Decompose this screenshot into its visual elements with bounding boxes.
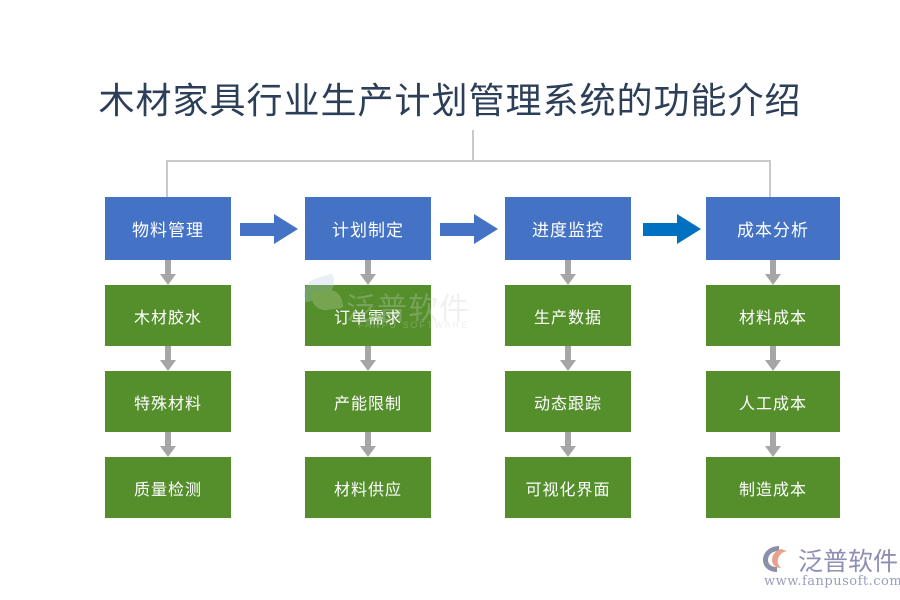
sub-box[interactable]: 可视化界面 <box>505 457 631 518</box>
sub-box[interactable]: 订单需求 <box>305 285 431 346</box>
sub-box[interactable]: 产能限制 <box>305 371 431 432</box>
arrow-head <box>677 214 701 244</box>
bracket-drop-right <box>769 160 771 198</box>
bracket-drop-left <box>166 160 168 198</box>
down-arrow-icon <box>305 432 431 457</box>
brand-name: 泛普软件 <box>798 547 899 576</box>
head-box-plan-making[interactable]: 计划制定 <box>305 197 431 260</box>
down-arrow-icon <box>505 432 631 457</box>
sub-box[interactable]: 人工成本 <box>706 371 840 432</box>
down-arrow-icon <box>505 260 631 285</box>
head-box-cost-analysis[interactable]: 成本分析 <box>706 197 840 260</box>
head-box-progress-monitoring[interactable]: 进度监控 <box>505 197 631 260</box>
sub-box[interactable]: 特殊材料 <box>105 371 231 432</box>
bracket-stem <box>472 130 474 161</box>
page-title: 木材家具行业生产计划管理系统的功能介绍 <box>98 81 802 122</box>
head-box-material-management[interactable]: 物料管理 <box>105 197 231 260</box>
diagram-column-cost-analysis: 成本分析 材料成本 人工成本 制造成本 <box>706 197 840 518</box>
arrow-head <box>274 214 298 244</box>
down-arrow-icon <box>505 346 631 371</box>
sub-box[interactable]: 材料成本 <box>706 285 840 346</box>
flow-arrow-1-icon <box>240 214 298 244</box>
bracket-horizontal-bar <box>166 160 771 162</box>
fanpu-logo-icon <box>763 546 787 572</box>
sub-box[interactable]: 动态跟踪 <box>505 371 631 432</box>
brand-logo: 泛普软件 www.fanpusoft.com <box>762 542 900 594</box>
arrow-shaft <box>240 223 276 236</box>
sub-box[interactable]: 制造成本 <box>706 457 840 518</box>
down-arrow-icon <box>706 432 840 457</box>
brand-url: www.fanpusoft.com <box>764 574 900 589</box>
arrow-shaft <box>643 223 679 236</box>
arrow-shaft <box>440 223 476 236</box>
sub-box[interactable]: 材料供应 <box>305 457 431 518</box>
diagram-column-material-management: 物料管理 木材胶水 特殊材料 质量检测 <box>105 197 231 518</box>
diagram-column-progress-monitoring: 进度监控 生产数据 动态跟踪 可视化界面 <box>505 197 631 518</box>
arrow-head <box>474 214 498 244</box>
down-arrow-icon <box>105 346 231 371</box>
sub-box[interactable]: 生产数据 <box>505 285 631 346</box>
down-arrow-icon <box>706 346 840 371</box>
down-arrow-icon <box>706 260 840 285</box>
down-arrow-icon <box>105 260 231 285</box>
flow-arrow-2-icon <box>440 214 498 244</box>
diagram-column-plan-making: 计划制定 订单需求 产能限制 材料供应 <box>305 197 431 518</box>
down-arrow-icon <box>305 260 431 285</box>
sub-box[interactable]: 木材胶水 <box>105 285 231 346</box>
down-arrow-icon <box>305 346 431 371</box>
flow-arrow-3-icon <box>643 214 701 244</box>
sub-box[interactable]: 质量检测 <box>105 457 231 518</box>
down-arrow-icon <box>105 432 231 457</box>
